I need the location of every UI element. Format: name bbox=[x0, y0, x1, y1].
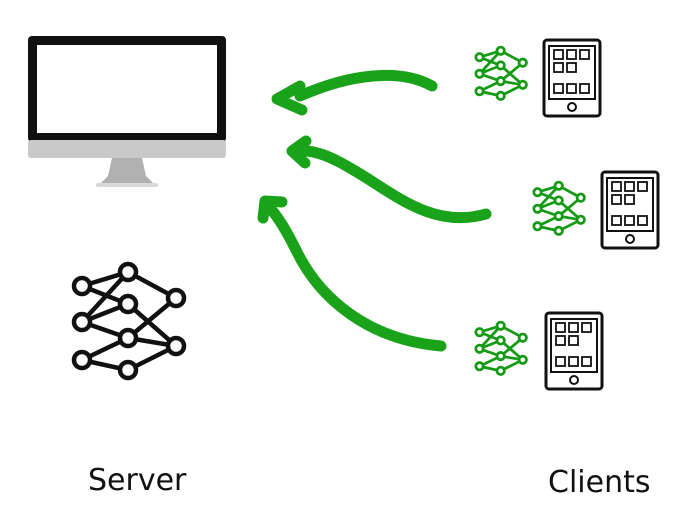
neural-network-icon bbox=[74, 264, 184, 378]
monitor-stand-base bbox=[96, 183, 158, 187]
arrow-head-2 bbox=[286, 135, 312, 169]
client-2 bbox=[532, 170, 660, 250]
server-label: Server bbox=[88, 463, 187, 498]
monitor-screen bbox=[37, 45, 217, 133]
monitor-stand bbox=[100, 158, 154, 184]
clients-label: Clients bbox=[548, 465, 650, 500]
arrow-head-3 bbox=[257, 195, 288, 224]
monitor-chin bbox=[28, 140, 226, 158]
arrow-head-1 bbox=[271, 80, 308, 116]
client-3 bbox=[474, 311, 604, 391]
neural-network-icon bbox=[474, 320, 528, 376]
monitor-icon bbox=[28, 36, 226, 187]
tablet-icon bbox=[544, 311, 604, 391]
neural-network-icon bbox=[532, 180, 586, 236]
arrow-from-client-3 bbox=[262, 200, 447, 352]
neural-network-icon bbox=[474, 45, 528, 101]
arrow-left-icon bbox=[257, 69, 492, 352]
arrow-from-client-2 bbox=[294, 145, 492, 224]
tablet-icon bbox=[542, 38, 602, 118]
arrow-from-client-1 bbox=[294, 69, 438, 102]
client-1 bbox=[474, 38, 602, 118]
tablet-icon bbox=[600, 170, 660, 250]
